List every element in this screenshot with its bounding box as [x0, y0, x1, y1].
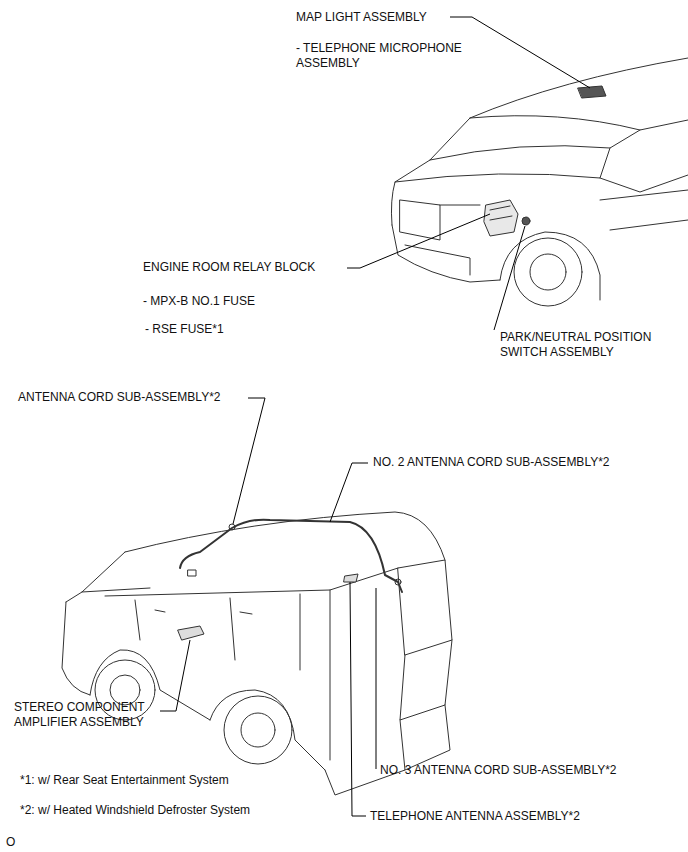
footnote: *1: w/ Rear Seat Entertainment System — [20, 773, 340, 788]
part-name: MAP LIGHT ASSEMBLY — [296, 10, 456, 25]
part-name: ANTENNA CORD SUB-ASSEMBLY*2 — [18, 390, 246, 405]
image-code: O — [6, 835, 36, 850]
part-name: ENGINE ROOM RELAY BLOCK — [143, 260, 343, 275]
sub-part-name: - TELEPHONE MICROPHONE ASSEMBLY — [296, 41, 486, 71]
footnote: *2: w/ Heated Windshield Defroster Syste… — [20, 803, 350, 818]
part-name: STEREO COMPONENT AMPLIFIER ASSEMBLY — [14, 700, 164, 730]
part-name: PARK/NEUTRAL POSITION SWITCH ASSEMBLY — [500, 330, 680, 360]
part-name: TELEPHONE ANTENNA ASSEMBLY*2 — [370, 809, 670, 824]
part-name: NO. 2 ANTENNA CORD SUB-ASSEMBLY*2 — [373, 455, 673, 470]
sub-part-name: - RSE FUSE*1 — [145, 322, 285, 337]
part-name: NO. 3 ANTENNA CORD SUB-ASSEMBLY*2 — [380, 763, 680, 778]
sub-part-name: - MPX-B NO.1 FUSE — [143, 294, 303, 309]
